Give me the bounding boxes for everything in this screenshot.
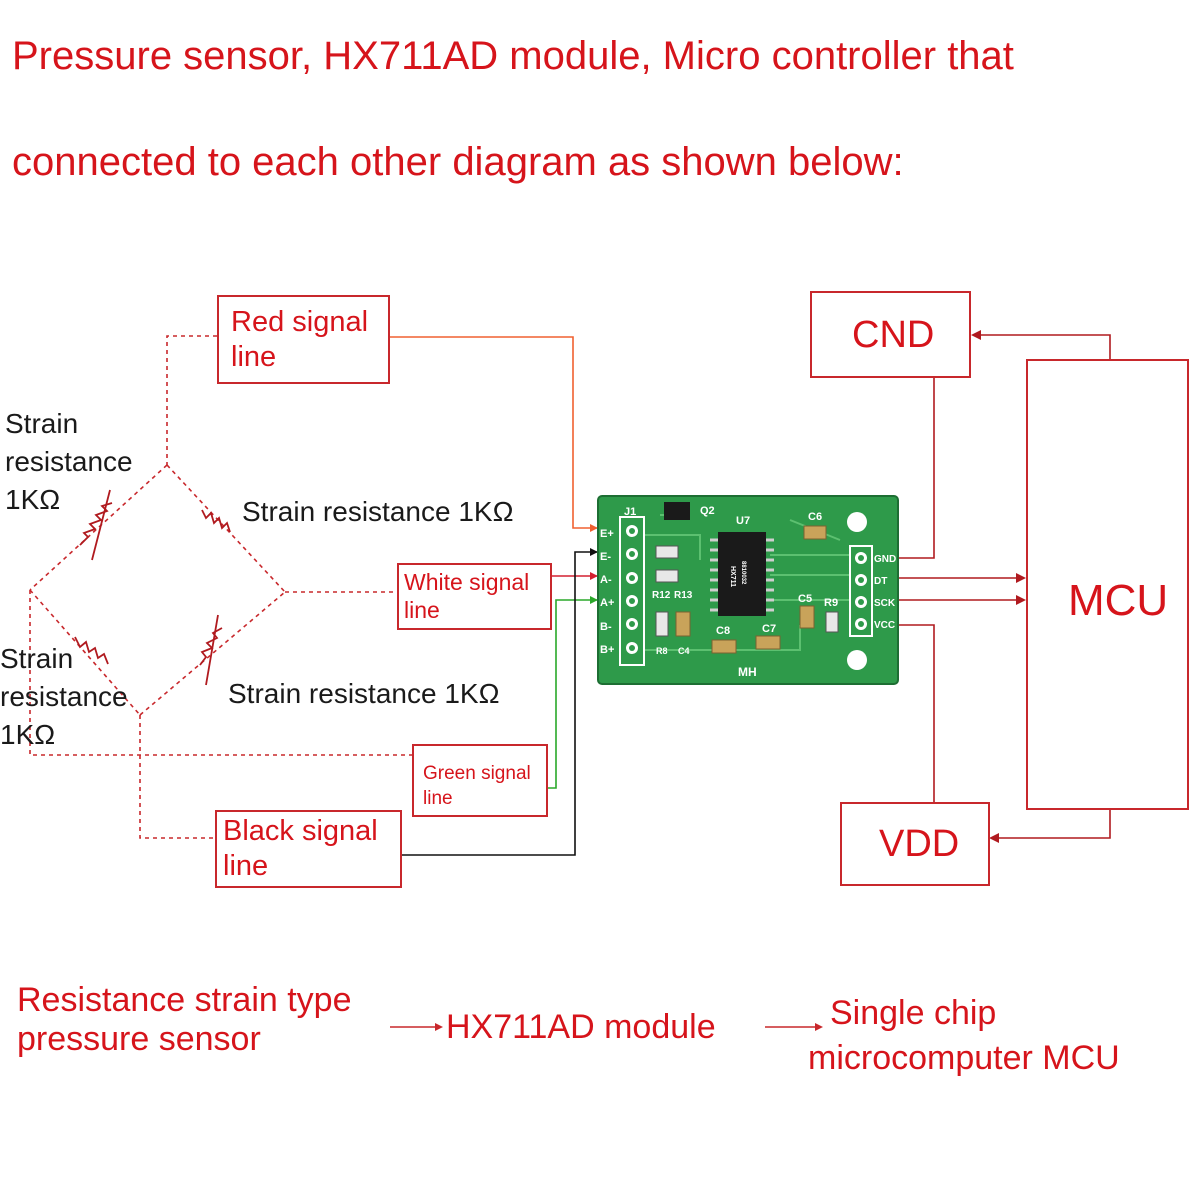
brand-mh: MH bbox=[738, 665, 757, 679]
chip-marking: HX711 bbox=[729, 566, 736, 587]
strain-resistors bbox=[74, 489, 231, 686]
strain-label-bottom-left: Strain resistance 1KΩ bbox=[0, 643, 128, 750]
resistor-top-left-arrow bbox=[91, 489, 111, 561]
red-wire-arrow bbox=[590, 524, 598, 532]
label-r8: R8 bbox=[656, 646, 668, 656]
pin-b-minus: B- bbox=[600, 621, 612, 633]
black-signal-box: Black signal line bbox=[215, 810, 402, 888]
vdd-box-label: VDD bbox=[879, 823, 960, 865]
label-c6: C6 bbox=[808, 511, 822, 523]
green-signal-box: Green signal line bbox=[412, 744, 548, 817]
bridge-edge-bottom-left bbox=[29, 589, 141, 716]
white-signal-label: White signal line bbox=[404, 569, 530, 623]
red-signal-label: Red signal line bbox=[231, 306, 369, 373]
green-wire bbox=[548, 599, 598, 789]
hx711-pcb: E+ E- A- A+ B- B+ GND DT SCK VCC J1 Q2 U… bbox=[597, 495, 899, 685]
black-wire bbox=[402, 551, 598, 856]
green-wire-arrow bbox=[590, 596, 598, 604]
pin-dt: DT bbox=[874, 576, 887, 587]
black-signal-label: Black signal line bbox=[223, 815, 378, 882]
pin-b-plus: B+ bbox=[600, 644, 614, 656]
white-wire-arrow bbox=[590, 572, 598, 580]
resistor-bottom-left bbox=[74, 636, 109, 665]
resistor-bottom-right bbox=[199, 627, 223, 666]
label-j1: J1 bbox=[624, 506, 636, 518]
strain-label-bottom-right: Strain resistance 1KΩ bbox=[228, 678, 500, 709]
vdd-box: VDD bbox=[840, 802, 990, 886]
white-signal-box: White signal line bbox=[397, 563, 552, 630]
flow-step3-line2: microcomputer MCU bbox=[808, 1039, 1120, 1077]
label-q2: Q2 bbox=[700, 505, 715, 517]
resistor-bottom-right-arrow bbox=[205, 614, 219, 686]
flow-step2: HX711AD module bbox=[446, 1008, 716, 1046]
black-wire-arrow bbox=[590, 548, 598, 556]
pin-sck: SCK bbox=[874, 598, 896, 609]
strain-label-top-right: Strain resistance 1KΩ bbox=[242, 496, 514, 527]
bridge-edge-top-left bbox=[29, 464, 168, 591]
label-c5: C5 bbox=[798, 593, 812, 605]
heading-line-1: Pressure sensor, HX711AD module, Micro c… bbox=[12, 34, 1014, 78]
gnd-wire bbox=[898, 377, 935, 559]
label-u7: U7 bbox=[736, 515, 750, 527]
vcc-wire bbox=[898, 624, 935, 803]
label-r13: R13 bbox=[674, 590, 693, 601]
green-signal-label: Green signal line bbox=[423, 763, 531, 809]
black-bridge-wire bbox=[139, 715, 215, 839]
green-bridge-wire bbox=[29, 590, 412, 756]
flow-step1-line2: pressure sensor bbox=[17, 1020, 261, 1058]
pin-gnd: GND bbox=[874, 554, 896, 565]
red-bridge-wire bbox=[166, 335, 217, 465]
flow-step1-line1: Resistance strain type bbox=[17, 981, 352, 1019]
red-wire bbox=[390, 336, 598, 529]
label-c4: C4 bbox=[678, 646, 690, 656]
pin-a-minus: A- bbox=[600, 574, 612, 586]
label-r9: R9 bbox=[824, 597, 838, 609]
resistor-top-right bbox=[201, 509, 231, 533]
label-c7: C7 bbox=[762, 623, 776, 635]
chip-code: 8810032 bbox=[740, 561, 746, 585]
flow-step3-line1: Single chip bbox=[830, 994, 997, 1032]
pin-e-plus: E+ bbox=[600, 528, 614, 540]
bridge-dashed-wires bbox=[29, 335, 412, 839]
label-c8: C8 bbox=[716, 625, 730, 637]
mcu-wire-arrows bbox=[971, 330, 1026, 843]
red-signal-box: Red signal line bbox=[217, 295, 390, 384]
mcu-box: MCU bbox=[1026, 359, 1189, 810]
pin-a-plus: A+ bbox=[600, 597, 614, 609]
mcu-to-vdd-wire bbox=[993, 810, 1111, 839]
pin-e-minus: E- bbox=[600, 551, 611, 563]
strain-label-top-left: Strain resistance 1KΩ bbox=[5, 408, 133, 515]
label-r12: R12 bbox=[652, 590, 671, 601]
pin-vcc: VCC bbox=[874, 620, 895, 631]
gnd-box: CND bbox=[810, 291, 971, 378]
mcu-wires bbox=[898, 334, 1111, 839]
bridge-edge-top-right bbox=[166, 464, 286, 593]
gnd-box-label: CND bbox=[852, 314, 935, 356]
heading-line-2: connected to each other diagram as shown… bbox=[12, 140, 904, 184]
mcu-box-label: MCU bbox=[1068, 576, 1169, 625]
mcu-to-cnd-wire bbox=[975, 334, 1111, 360]
